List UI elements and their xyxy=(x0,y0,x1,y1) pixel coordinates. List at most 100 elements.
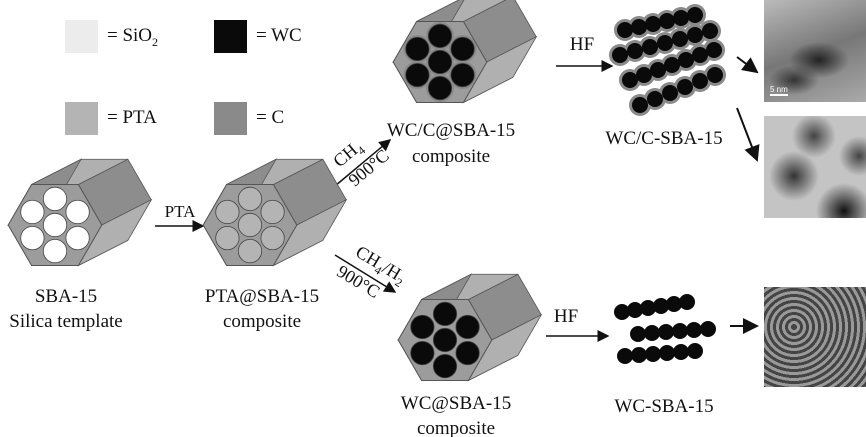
wc-particle xyxy=(672,31,688,47)
legend-swatch-pta xyxy=(65,102,98,135)
bundle-wcc-sba15 xyxy=(392,0,538,104)
pore-channel xyxy=(42,212,68,238)
legend-swatch-sio2 xyxy=(65,20,98,53)
wc-particle xyxy=(692,47,708,63)
label-pta-sba15: PTA@SBA-15 xyxy=(204,286,320,307)
wc-particle xyxy=(627,302,643,318)
wc-particle xyxy=(647,91,663,107)
wc-particle xyxy=(659,13,675,29)
step-label-hf-bottom: HF xyxy=(553,306,579,327)
wc-particle xyxy=(672,323,688,339)
pore-channel xyxy=(455,314,480,340)
pore-channel xyxy=(237,212,263,238)
wc-particle xyxy=(706,42,722,58)
pore-channel xyxy=(432,301,458,326)
scale-bar: 5 nm xyxy=(770,85,788,96)
bundle-sba15 xyxy=(7,158,153,267)
arrow-ch4-h2 xyxy=(334,254,397,293)
step-label-pta: PTA xyxy=(164,202,196,221)
bundle-pta-sba15 xyxy=(202,158,348,267)
pore-channel xyxy=(65,225,90,251)
label-wc-sba15: WC@SBA-15 xyxy=(400,393,512,414)
wc-particle xyxy=(622,72,638,88)
wc-particle xyxy=(666,296,682,312)
label-wcc-product: WC/C-SBA-15 xyxy=(605,128,723,149)
pore-channel xyxy=(20,199,45,225)
tem-image-wcc-1: 5 nm xyxy=(764,0,866,102)
pore-channel xyxy=(65,199,90,225)
pore-channel xyxy=(427,49,453,75)
wc-particle xyxy=(640,300,656,316)
wc-particle xyxy=(659,345,675,361)
legend-text: = SiO xyxy=(107,25,153,46)
wc-chain xyxy=(630,321,716,342)
tem-image-wcc-2 xyxy=(764,116,866,218)
wc-particle xyxy=(702,23,718,39)
wc-chain xyxy=(614,294,695,320)
wc-particle xyxy=(677,79,693,95)
wcc-chain xyxy=(614,4,706,41)
pore-channel xyxy=(432,353,458,379)
label-wc-product: WC-SBA-15 xyxy=(614,396,714,417)
pore-channel xyxy=(427,23,453,49)
label-wcc-sba15-desc: composite xyxy=(411,146,491,167)
pore-channel xyxy=(215,225,240,251)
wc-particle xyxy=(664,57,680,73)
wc-particle xyxy=(617,348,633,364)
wcc-chain xyxy=(609,20,721,66)
wc-particle xyxy=(644,325,660,341)
wc-particle xyxy=(631,347,647,363)
pore-channel xyxy=(237,239,263,264)
wc-particle xyxy=(645,16,661,32)
pore-channel xyxy=(450,62,475,88)
wc-particle xyxy=(653,298,669,314)
pore-channel xyxy=(215,199,240,225)
pore-channel xyxy=(20,225,45,251)
wc-particle xyxy=(687,343,703,359)
arrow-ch4 xyxy=(334,139,392,187)
wc-particle xyxy=(687,27,703,43)
pore-channel xyxy=(455,340,480,366)
wc-particle xyxy=(687,7,703,23)
wc-particle xyxy=(678,52,694,68)
pore-channel xyxy=(42,239,68,264)
step-label-hf-top: HF xyxy=(569,34,595,55)
label-sba15: SBA-15 xyxy=(34,286,98,307)
wc-particle xyxy=(636,67,652,83)
legend-label-sio2: = SiO2 xyxy=(107,25,158,50)
pore-channel xyxy=(432,327,458,353)
legend-swatch-c xyxy=(214,102,247,135)
pore-channel xyxy=(427,76,453,101)
wcc-chain xyxy=(629,64,726,116)
wc-particle xyxy=(614,304,630,320)
pore-channel xyxy=(237,186,263,211)
wc-particle xyxy=(673,344,689,360)
wc-particle xyxy=(631,19,647,35)
wc-particle xyxy=(707,67,723,83)
label-wcc-sba15: WC/C@SBA-15 xyxy=(386,120,516,141)
pore-channel xyxy=(410,314,435,340)
pore-channel xyxy=(405,36,430,62)
legend-label-wc: = WC xyxy=(256,25,302,46)
pore-channel xyxy=(260,225,285,251)
pore-channel xyxy=(42,186,68,211)
pore-channel xyxy=(260,199,285,225)
wc-particle xyxy=(630,326,646,342)
wc-particle xyxy=(612,47,628,63)
label-sba15-desc: Silica template xyxy=(9,311,123,332)
arrow-tem-2 xyxy=(736,107,760,162)
legend-label-c: = C xyxy=(256,107,285,128)
wc-particle xyxy=(662,85,678,101)
wc-particle xyxy=(632,97,648,113)
arrow-tem-1 xyxy=(736,56,759,74)
wc-particle xyxy=(700,321,716,337)
legend-swatch-wc xyxy=(214,20,247,53)
wc-particle xyxy=(686,322,702,338)
tem-image-wc xyxy=(764,287,866,387)
wc-particle xyxy=(673,10,689,26)
wc-particle xyxy=(617,22,633,38)
wc-particle xyxy=(650,62,666,78)
wc-particle xyxy=(692,73,708,89)
